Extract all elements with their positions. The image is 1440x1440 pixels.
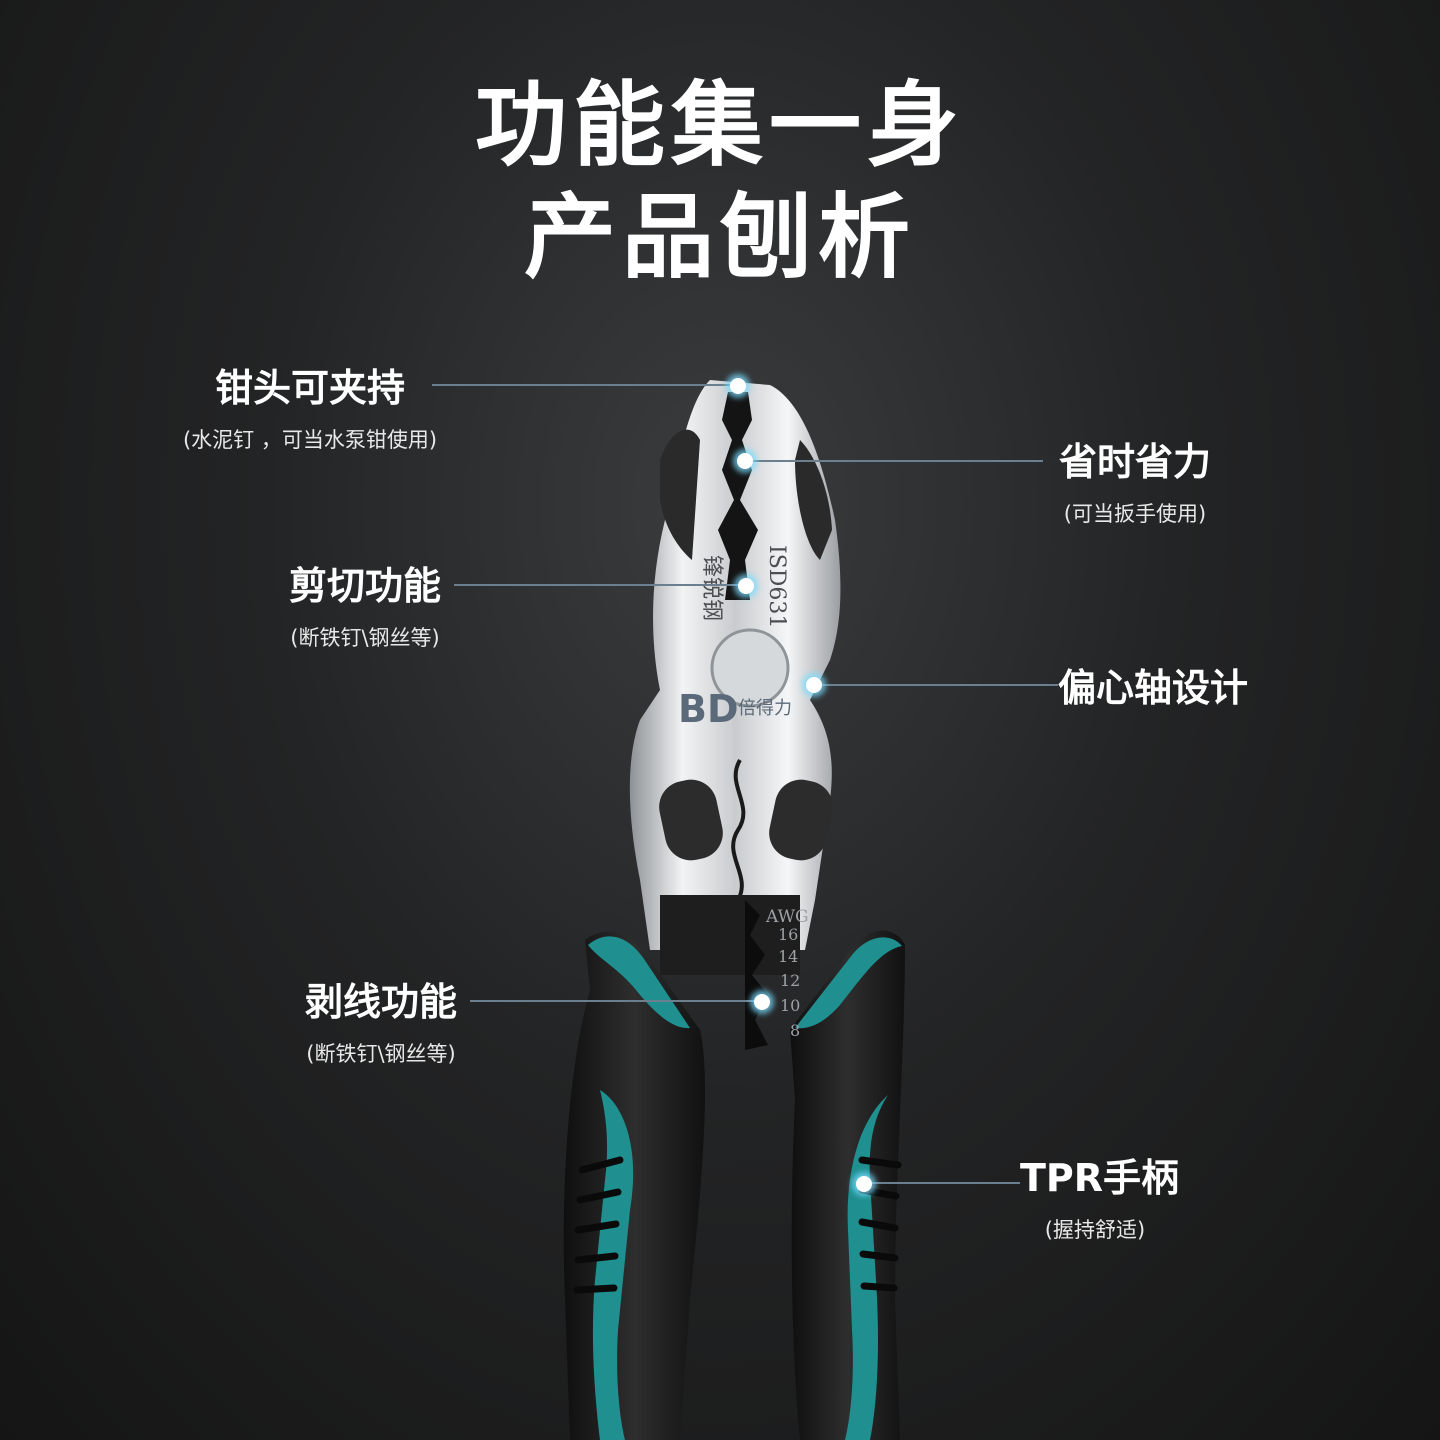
left-handle xyxy=(563,931,706,1440)
pliers-head xyxy=(629,380,841,1050)
callout-cutting-title: 剪切功能 xyxy=(288,564,441,608)
callout-handle-sub: (握持舒适) xyxy=(1044,1217,1146,1242)
headline-line2: 产品刨析 xyxy=(523,184,916,291)
callout-dot-stripping xyxy=(754,994,770,1010)
callout-dot-labor-saving xyxy=(737,453,753,469)
callout-stripping-sub: (断铁钉\钢丝等) xyxy=(306,1041,456,1066)
callout-line-eccentric-axis xyxy=(814,684,1058,686)
callout-line-stripping xyxy=(470,1000,762,1002)
awg-size: 12 xyxy=(780,971,800,990)
callout-labor-saving-sub: (可当扳手使用) xyxy=(1063,501,1207,526)
awg-size: 14 xyxy=(778,947,798,966)
right-handle xyxy=(790,930,905,1440)
brand-text: 倍得力 xyxy=(738,698,792,719)
callout-dot-eccentric-axis xyxy=(806,677,822,693)
awg-size: 10 xyxy=(780,996,800,1015)
engraving-side: 锋锐钢 xyxy=(699,555,724,621)
awg-size: 16 xyxy=(778,925,798,944)
engraving-model: ISD631 xyxy=(764,545,789,628)
callout-dot-head-grip xyxy=(730,378,746,394)
callout-stripping: 剥线功能 (断铁钉\钢丝等) xyxy=(296,980,466,1068)
callout-labor-saving-title: 省时省力 xyxy=(1058,440,1211,484)
callout-dot-cutting xyxy=(738,578,754,594)
callout-cutting: 剪切功能 (断铁钉\钢丝等) xyxy=(280,564,450,652)
callout-head-grip-sub: (水泥钉 ，可当水泵钳使用) xyxy=(182,427,438,452)
callout-head-grip: 钳头可夹持 (水泥钉 ，可当水泵钳使用) xyxy=(170,366,450,454)
brand-mark: BD xyxy=(678,687,739,731)
handle-grip-ribs xyxy=(573,1156,902,1294)
headline-line1: 功能集一身 xyxy=(474,72,965,179)
callout-stripping-title: 剥线功能 xyxy=(304,980,457,1024)
callout-cutting-sub: (断铁钉\钢丝等) xyxy=(290,625,440,650)
callout-eccentric-axis: 偏心轴设计 xyxy=(1058,666,1249,710)
callout-line-head-grip xyxy=(432,384,738,386)
callout-labor-saving: 省时省力 (可当扳手使用) xyxy=(1050,440,1220,528)
callout-handle: TPR手柄 (握持舒适) xyxy=(1020,1156,1180,1244)
callout-line-handle xyxy=(864,1182,1020,1184)
callout-line-cutting xyxy=(454,584,746,586)
callout-dot-handle xyxy=(856,1176,872,1192)
awg-size: 8 xyxy=(790,1021,800,1040)
callout-line-labor-saving xyxy=(745,460,1043,462)
callout-head-grip-title: 钳头可夹持 xyxy=(214,366,405,410)
awg-label: AWG xyxy=(765,907,809,927)
callout-handle-title: TPR手柄 xyxy=(1020,1156,1180,1200)
callout-eccentric-axis-title: 偏心轴设计 xyxy=(1058,666,1249,710)
